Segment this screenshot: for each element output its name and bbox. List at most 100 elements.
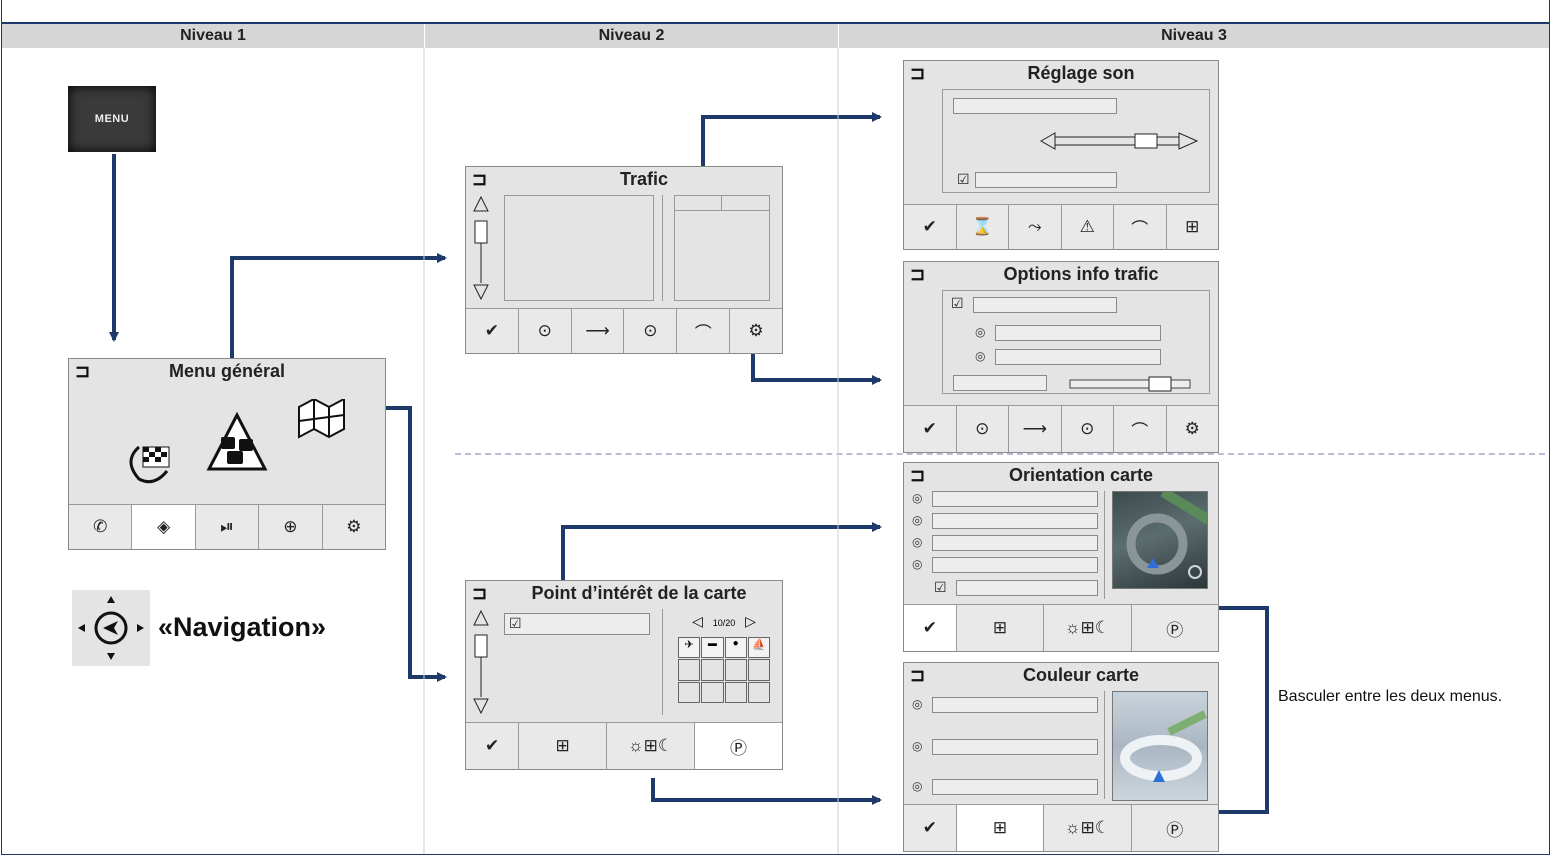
map-icon[interactable]: ⊞ [1185,217,1200,236]
check-icon[interactable]: ✔ [904,406,957,452]
radio-icon[interactable]: ◎ [912,535,923,549]
next-page-icon[interactable]: ▷ [745,613,756,629]
radio-icon[interactable]: ◎ [912,513,923,527]
timer-settings-icon[interactable]: ⌛ [957,205,1009,249]
search-zone-icon[interactable]: ⊙ [957,406,1009,452]
navigation-label: «Navigation» [158,612,327,642]
day-night-map-icon[interactable]: ☼⊞☾ [1044,605,1132,651]
poi-slot[interactable] [678,659,701,681]
screen-menu-general: ⊐ Menu général ✆ ◈ ⏯ ⊕ ⚙ [68,358,386,550]
map-icon[interactable]: ⊞ [519,723,608,769]
route-icon[interactable]: ⟶ [572,309,625,353]
back-arrow-icon[interactable]: ⊐ [472,583,488,603]
range-slider[interactable] [1069,375,1195,393]
check-icon[interactable]: ✔ [904,605,957,651]
voice-icon[interactable]: ⌒ [1114,406,1167,452]
search-zone-icon[interactable]: ⊙ [519,309,572,353]
radio-icon[interactable]: ◎ [912,779,923,793]
radio-icon[interactable]: ◎ [975,349,986,363]
route-icon[interactable]: ⤳ [1009,205,1062,249]
poi-slot[interactable] [701,681,724,703]
check-icon[interactable]: ✔ [466,309,519,353]
poi-slot[interactable] [678,681,701,703]
poi-parking-icon[interactable]: Ⓟ [695,723,782,769]
map-icon[interactable]: ⊞ [956,805,1045,851]
back-arrow-icon[interactable]: ⊐ [472,169,488,189]
boat-icon[interactable]: ⛵ [747,637,770,659]
poi-grid: ◁ 10/20 ▷ ✈ ▬ ● ⛵ [676,613,772,703]
scrollbar[interactable] [472,609,490,717]
setting-row[interactable] [953,375,1047,391]
map-orientation-preview [1112,491,1208,589]
traffic-options-panel: ☑ ◎ ◎ [942,290,1210,394]
check-icon[interactable]: ✔ [904,805,957,851]
poi-filter-row[interactable]: ☑ [504,613,650,635]
checkbox-icon[interactable]: ☑ [957,171,970,187]
setting-row[interactable] [995,325,1161,341]
internet-icon[interactable]: ⊕ [259,505,323,549]
check-icon[interactable]: ✔ [904,205,957,249]
setting-row[interactable] [932,739,1098,755]
radio-icon[interactable]: ◎ [912,491,923,505]
voice-icon[interactable]: ⌒ [1114,205,1167,249]
map-icon[interactable]: ⊞ [957,605,1045,651]
back-arrow-icon[interactable]: ⊐ [910,665,926,685]
radio-icon[interactable]: ◎ [912,557,923,571]
poi-slot[interactable] [724,681,747,703]
setting-row[interactable] [995,349,1161,365]
media-icon[interactable]: ⏯ [196,505,260,549]
navigation-tab-icon[interactable]: ◈ [132,505,196,549]
menu-button[interactable]: MENU [68,86,156,152]
bus-icon[interactable]: ▬ [701,637,724,659]
route-icon[interactable]: ⟶ [1009,406,1062,452]
prev-page-icon[interactable]: ◁ [692,613,703,629]
day-night-map-icon[interactable]: ☼⊞☾ [607,723,696,769]
header-level-1: Niveau 1 [2,24,424,48]
setting-row[interactable] [956,580,1098,596]
poi-pager: 10/20 [712,618,736,628]
settings-icon[interactable]: ⚙ [346,517,362,536]
setting-row[interactable] [932,535,1098,551]
airport-icon[interactable]: ✈ [678,637,701,659]
setting-row[interactable] [932,491,1098,507]
poi-slot[interactable] [747,681,770,703]
radio-icon[interactable]: ◎ [912,697,923,711]
bluetooth-phone-icon[interactable]: ✆ [69,505,133,549]
day-night-map-icon[interactable]: ☼⊞☾ [1044,805,1132,851]
volume-slider[interactable] [1039,130,1199,152]
section-divider [455,453,1545,455]
navigation-icon [72,590,150,666]
radio-icon[interactable]: ◎ [975,325,986,339]
screen-title: Menu général [168,361,286,381]
motorbike-icon[interactable]: ● [724,637,747,659]
poi-slot[interactable] [747,659,770,681]
gear-icon[interactable]: ⚙ [1184,419,1200,438]
radio-icon[interactable]: ◎ [912,739,923,753]
setting-row[interactable] [932,557,1098,573]
poi-slot[interactable] [701,659,724,681]
poi-parking-icon[interactable]: Ⓟ [1166,820,1184,840]
setting-row[interactable] [975,172,1117,188]
back-arrow-icon[interactable]: ⊐ [75,361,91,381]
setting-row[interactable] [973,297,1117,313]
back-arrow-icon[interactable]: ⊐ [910,63,926,83]
voice-icon[interactable]: ⌒ [677,309,731,353]
back-arrow-icon[interactable]: ⊐ [910,465,926,485]
search-radius-icon[interactable]: ⊙ [1062,406,1114,452]
check-icon[interactable]: ✔ [466,723,520,769]
setting-row[interactable] [932,779,1098,795]
setting-row[interactable] [953,98,1117,114]
gear-icon[interactable]: ⚙ [748,321,764,340]
checkbox-icon[interactable]: ☑ [934,579,947,595]
setting-row[interactable] [932,513,1098,529]
setting-row[interactable] [932,697,1098,713]
alert-icon[interactable]: ⚠ [1062,205,1114,249]
back-arrow-icon[interactable]: ⊐ [910,264,926,284]
poi-slot[interactable] [724,659,747,681]
poi-parking-icon[interactable]: Ⓟ [1166,620,1184,640]
poi-toolbar: ✔ ⊞ ☼⊞☾ Ⓟ [466,722,782,769]
checkbox-icon[interactable]: ☑ [509,615,522,631]
search-radius-icon[interactable]: ⊙ [624,309,678,353]
checkbox-icon[interactable]: ☑ [951,295,964,311]
scrollbar[interactable] [472,195,490,303]
